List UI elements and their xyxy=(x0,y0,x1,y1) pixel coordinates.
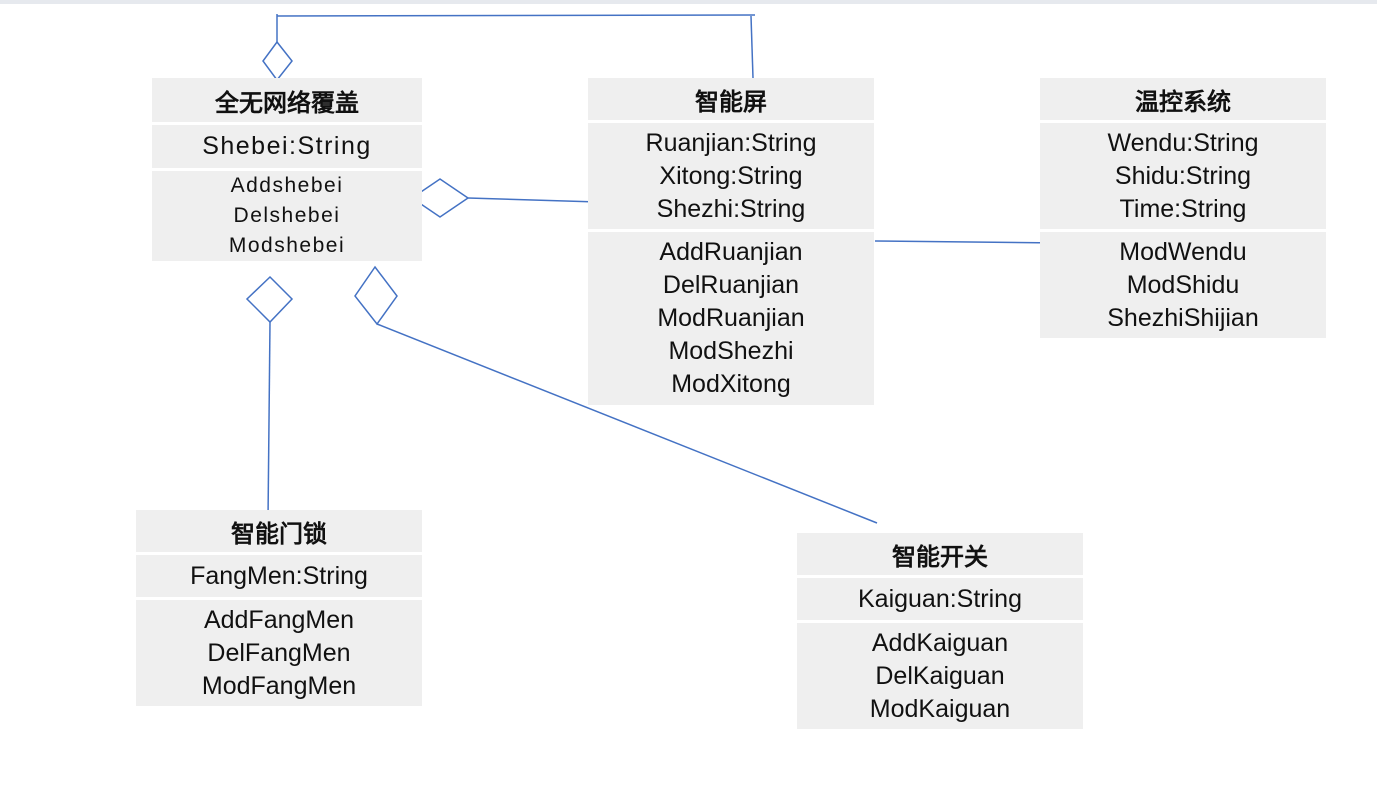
class-title: 智能门锁 xyxy=(136,510,422,552)
operation: ModKaiguan xyxy=(869,694,1011,723)
class-doorlock: 智能门锁 FangMen:String AddFangMen DelFangMe… xyxy=(136,510,422,706)
operation: ShezhiShijian xyxy=(1107,303,1259,332)
class-operations: Addshebei Delshebei Modshebei xyxy=(152,171,422,261)
attribute: Kaiguan:String xyxy=(857,584,1022,613)
attribute: Time:String xyxy=(1119,194,1247,223)
class-title: 温控系统 xyxy=(1040,78,1326,120)
attribute: Shidu:String xyxy=(1114,161,1252,190)
operation: ModFangMen xyxy=(201,671,357,700)
class-attributes: FangMen:String xyxy=(136,555,422,597)
class-title: 智能开关 xyxy=(797,533,1083,575)
aggregation-diamond-doorlock xyxy=(245,275,294,324)
class-operations: ModWendu ModShidu ShezhiShijian xyxy=(1040,232,1326,338)
class-operations: AddRuanjian DelRuanjian ModRuanjian ModS… xyxy=(588,232,874,405)
class-switch: 智能开关 Kaiguan:String AddKaiguan DelKaigua… xyxy=(797,533,1083,729)
aggregation-diamond-switch xyxy=(354,265,398,326)
operation: ModRuanjian xyxy=(657,304,805,332)
attribute: Wendu:String xyxy=(1107,128,1259,157)
class-attributes: Shebei:String xyxy=(152,125,422,168)
operation: ModShidu xyxy=(1126,270,1240,299)
class-attributes: Ruanjian:String Xitong:String Shezhi:Str… xyxy=(588,123,874,229)
window-top-border xyxy=(0,0,1377,4)
connector-line-top-horizontal xyxy=(276,14,756,17)
connector-line-top-drop xyxy=(750,15,754,79)
class-network: 全无网络覆盖 Shebei:String Addshebei Delshebei… xyxy=(152,78,422,261)
connector-line-switch xyxy=(376,323,878,524)
attribute: Shebei:String xyxy=(202,132,372,160)
aggregation-diamond-top xyxy=(262,40,293,82)
operation: Delshebei xyxy=(233,204,341,227)
operation: ModXitong xyxy=(671,370,791,398)
operation: DelFangMen xyxy=(207,638,351,667)
operation: AddRuanjian xyxy=(659,238,803,266)
connector-line-screen xyxy=(467,197,599,203)
class-operations: AddKaiguan DelKaiguan ModKaiguan xyxy=(797,623,1083,729)
connector-line-doorlock xyxy=(267,321,271,521)
operation: Addshebei xyxy=(230,174,344,197)
operation: Modshebei xyxy=(228,234,346,257)
operation: DelRuanjian xyxy=(662,271,800,299)
class-title: 全无网络覆盖 xyxy=(152,78,422,122)
class-screen: 智能屏 Ruanjian:String Xitong:String Shezhi… xyxy=(588,78,874,405)
attribute: Ruanjian:String xyxy=(645,128,817,157)
attribute: FangMen:String xyxy=(190,561,368,590)
operation: ModShezhi xyxy=(668,337,794,365)
class-attributes: Kaiguan:String xyxy=(797,578,1083,620)
attribute: Xitong:String xyxy=(659,161,803,190)
class-title: 智能屏 xyxy=(588,78,874,120)
attribute: Shezhi:String xyxy=(656,194,806,223)
operation: AddFangMen xyxy=(203,605,355,634)
class-operations: AddFangMen DelFangMen ModFangMen xyxy=(136,600,422,706)
operation: DelKaiguan xyxy=(875,661,1005,690)
operation: ModWendu xyxy=(1119,237,1247,266)
operation: AddKaiguan xyxy=(871,628,1009,657)
association-line-temperature xyxy=(874,240,1063,244)
class-attributes: Wendu:String Shidu:String Time:String xyxy=(1040,123,1326,229)
class-temperature: 温控系统 Wendu:String Shidu:String Time:Stri… xyxy=(1040,78,1326,338)
